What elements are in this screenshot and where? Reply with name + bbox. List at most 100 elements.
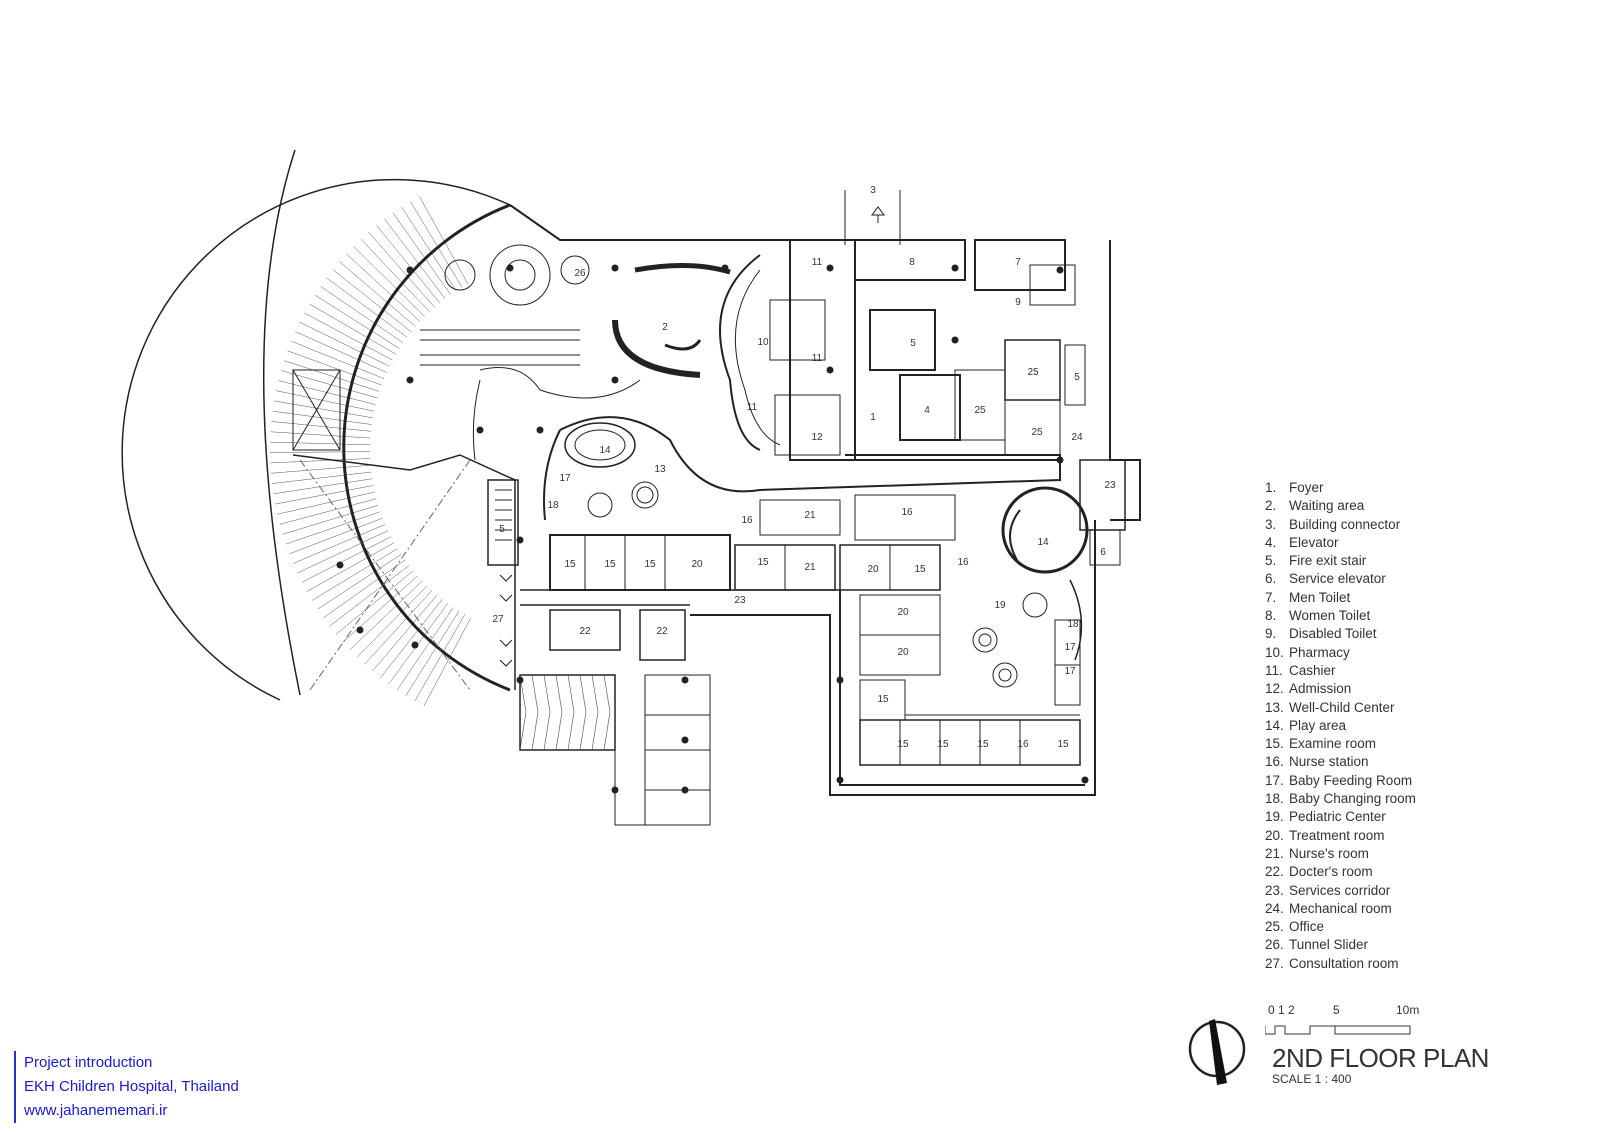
room-number: 15 <box>897 739 909 750</box>
scale-tick-2: 2 <box>1288 1003 1295 1017</box>
legend-text: Admission <box>1289 681 1352 697</box>
legend-number: 2. <box>1265 498 1277 514</box>
central-curve <box>543 254 1061 521</box>
legend-item: 17.Baby Feeding Room <box>1265 772 1495 790</box>
legend-number: 26. <box>1265 937 1284 953</box>
room-number: 12 <box>811 432 823 443</box>
legend-item: 25. Office <box>1265 918 1495 936</box>
legend-number: 14. <box>1265 717 1284 733</box>
legend-number: 1. <box>1265 480 1277 495</box>
legend-text: Nurse's room <box>1289 845 1369 861</box>
room-number: 18 <box>547 500 559 511</box>
legend-number: 9. <box>1265 626 1277 642</box>
room-number: 16 <box>1017 739 1029 750</box>
scale-tick-10m: 10m <box>1396 1003 1420 1017</box>
legend-number: 23. <box>1265 882 1284 898</box>
legend-item: 14. Play area <box>1265 717 1495 735</box>
legend-item: 27.Consultation room <box>1265 955 1495 973</box>
room-number: 21 <box>804 510 816 521</box>
scale-tick-0: 0 <box>1268 1003 1275 1017</box>
legend-text: Nurse station <box>1289 754 1369 770</box>
legend-number: 25. <box>1265 919 1284 935</box>
credit-block: Project introduction EKH Children Hospit… <box>14 1051 239 1123</box>
clinic-wing <box>520 486 1096 796</box>
north-arrow-icon <box>1188 1019 1246 1085</box>
legend-number: 22. <box>1265 864 1284 880</box>
legend-number: 10. <box>1265 644 1284 660</box>
credit-line-2: EKH Children Hospital, Thailand <box>24 1078 239 1095</box>
legend-item: 6.Service elevator <box>1265 570 1495 588</box>
legend-number: 16. <box>1265 754 1284 770</box>
legend-number: 12. <box>1265 681 1284 697</box>
scale-tick-1: 1 <box>1278 1003 1285 1017</box>
legend-text: Baby Changing room <box>1289 791 1416 807</box>
legend-item: 12. Admission <box>1265 680 1495 698</box>
room-number: 20 <box>691 559 703 570</box>
legend-text: Men Toilet <box>1289 589 1351 605</box>
legend-text: Office <box>1289 919 1325 935</box>
legend-text: Consultation room <box>1289 955 1399 971</box>
legend-number: 4. <box>1265 534 1277 550</box>
room-legend: 1. Foyer 2. Waiting area 3.Building connecto… <box>1265 479 1495 973</box>
fan-canopy <box>121 149 511 707</box>
legend-number: 19. <box>1265 809 1284 825</box>
legend-text: Foyer <box>1289 480 1324 495</box>
credit-line-1: Project introduction <box>24 1054 153 1071</box>
room-number: 15 <box>977 739 989 750</box>
room-number: 23 <box>1104 480 1116 491</box>
room-number: 11 <box>747 402 758 413</box>
room-number: 24 <box>1071 432 1083 443</box>
legend-item: 24.Mechanical room <box>1265 900 1495 918</box>
legend-item: 1. Foyer <box>1265 479 1495 497</box>
legend-number: 15. <box>1265 736 1284 752</box>
room-number: 13 <box>654 464 666 475</box>
room-number: 5 <box>499 524 505 535</box>
room-number: 14 <box>599 445 611 456</box>
core-rooms <box>769 190 1141 566</box>
plan-scale: SCALE 1 : 400 <box>1272 1072 1352 1086</box>
room-number: 8 <box>909 257 915 268</box>
legend-text: Women Toilet <box>1289 608 1371 624</box>
legend-text: Cashier <box>1289 662 1336 678</box>
room-number: 26 <box>574 268 586 279</box>
room-number: 15 <box>877 694 889 705</box>
legend-item: 26.Tunnel Slider <box>1265 936 1495 954</box>
room-number: 4 <box>924 405 930 416</box>
room-number: 17 <box>559 473 571 484</box>
plan-title: 2ND FLOOR PLAN <box>1272 1043 1489 1073</box>
south-walkway <box>487 479 711 826</box>
room-number: 16 <box>901 507 913 518</box>
room-number: 25 <box>974 405 986 416</box>
room-number: 16 <box>957 557 969 568</box>
room-number: 2 <box>662 322 668 333</box>
legend-item: 9.Disabled Toilet <box>1265 625 1495 643</box>
room-number: 15 <box>757 557 769 568</box>
legend-item: 2. Waiting area <box>1265 497 1495 515</box>
room-number: 10 <box>757 337 769 348</box>
room-number: 11 <box>812 257 823 268</box>
room-number: 6 <box>1100 547 1106 558</box>
legend-item: 13.Well-Child Center <box>1265 699 1495 717</box>
legend-item: 21.Nurse's room <box>1265 845 1495 863</box>
legend-number: 18. <box>1265 791 1284 807</box>
room-number: 15 <box>914 564 926 575</box>
room-number: 22 <box>656 626 668 637</box>
room-number: 15 <box>1057 739 1069 750</box>
legend-item: 22.Docter's room <box>1265 863 1495 881</box>
legend-text: Play area <box>1289 717 1347 733</box>
legend-item: 3.Building connector <box>1265 516 1495 534</box>
legend-text: Well-Child Center <box>1289 699 1395 715</box>
room-number: 25 <box>1027 367 1039 378</box>
legend-number: 7. <box>1265 589 1277 605</box>
legend-item: 7. Men Toilet <box>1265 589 1495 607</box>
room-number: 14 <box>1037 537 1049 548</box>
legend-text: Service elevator <box>1289 571 1386 587</box>
legend-text: Baby Feeding Room <box>1289 772 1413 788</box>
legend-item: 8.Women Toilet <box>1265 607 1495 625</box>
legend-item: 23.Services corridor <box>1265 882 1495 900</box>
room-number: 5 <box>910 338 916 349</box>
legend-text: Waiting area <box>1289 498 1365 514</box>
room-number: 22 <box>579 626 591 637</box>
hall-outline <box>292 203 790 692</box>
